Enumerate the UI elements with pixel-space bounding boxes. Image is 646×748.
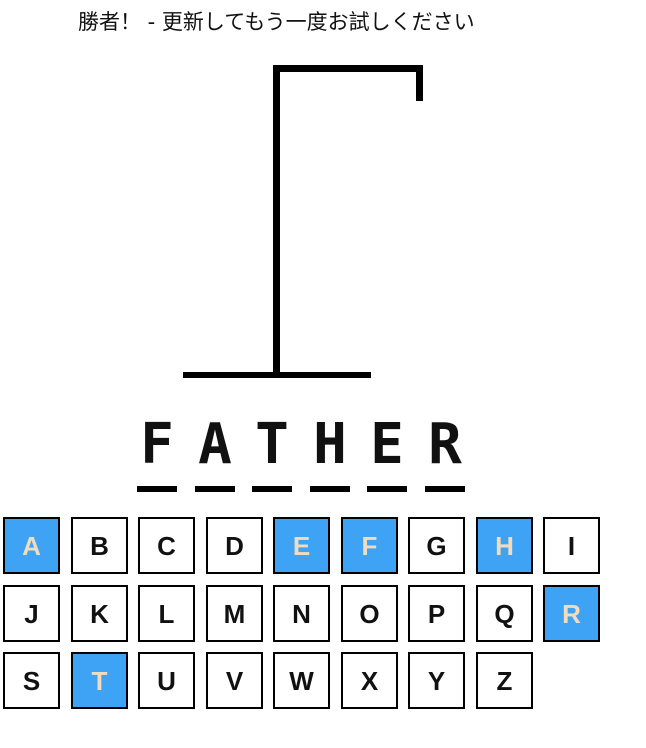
word-letter: A [198,412,232,477]
key-x[interactable]: X [341,652,398,709]
key-b[interactable]: B [71,517,128,574]
key-v[interactable]: V [206,652,263,709]
key-r[interactable]: R [543,585,600,642]
word-slot: H [310,412,350,496]
letter-underline [367,486,407,492]
word-letter: R [428,412,462,477]
key-f[interactable]: F [341,517,398,574]
key-t[interactable]: T [71,652,128,709]
word-letter: H [313,412,347,477]
word-letter: T [255,412,289,477]
key-y[interactable]: Y [408,652,465,709]
key-n[interactable]: N [273,585,330,642]
status-message: 勝者！ - 更新してもう一度お試しください [78,10,475,34]
letter-underline [195,486,235,492]
key-s[interactable]: S [3,652,60,709]
word-slot: T [252,412,292,496]
gallows-beam [273,65,423,72]
letter-underline [425,486,465,492]
word-slot: E [367,412,407,496]
key-i[interactable]: I [543,517,600,574]
key-q[interactable]: Q [476,585,533,642]
key-z[interactable]: Z [476,652,533,709]
key-o[interactable]: O [341,585,398,642]
key-m[interactable]: M [206,585,263,642]
key-u[interactable]: U [138,652,195,709]
gallows-pole [273,65,280,378]
gallows-rope [416,65,423,101]
key-j[interactable]: J [3,585,60,642]
letter-underline [310,486,350,492]
word-slot: F [137,412,177,496]
key-c[interactable]: C [138,517,195,574]
key-a[interactable]: A [3,517,60,574]
gallows-drawing [183,65,423,378]
word-slot: A [195,412,235,496]
key-k[interactable]: K [71,585,128,642]
word-letter: F [140,412,174,477]
letter-underline [252,486,292,492]
key-h[interactable]: H [476,517,533,574]
word-letter: E [370,412,404,477]
key-e[interactable]: E [273,517,330,574]
word-slot: R [425,412,465,496]
key-d[interactable]: D [206,517,263,574]
key-p[interactable]: P [408,585,465,642]
letter-underline [137,486,177,492]
key-w[interactable]: W [273,652,330,709]
key-l[interactable]: L [138,585,195,642]
key-g[interactable]: G [408,517,465,574]
